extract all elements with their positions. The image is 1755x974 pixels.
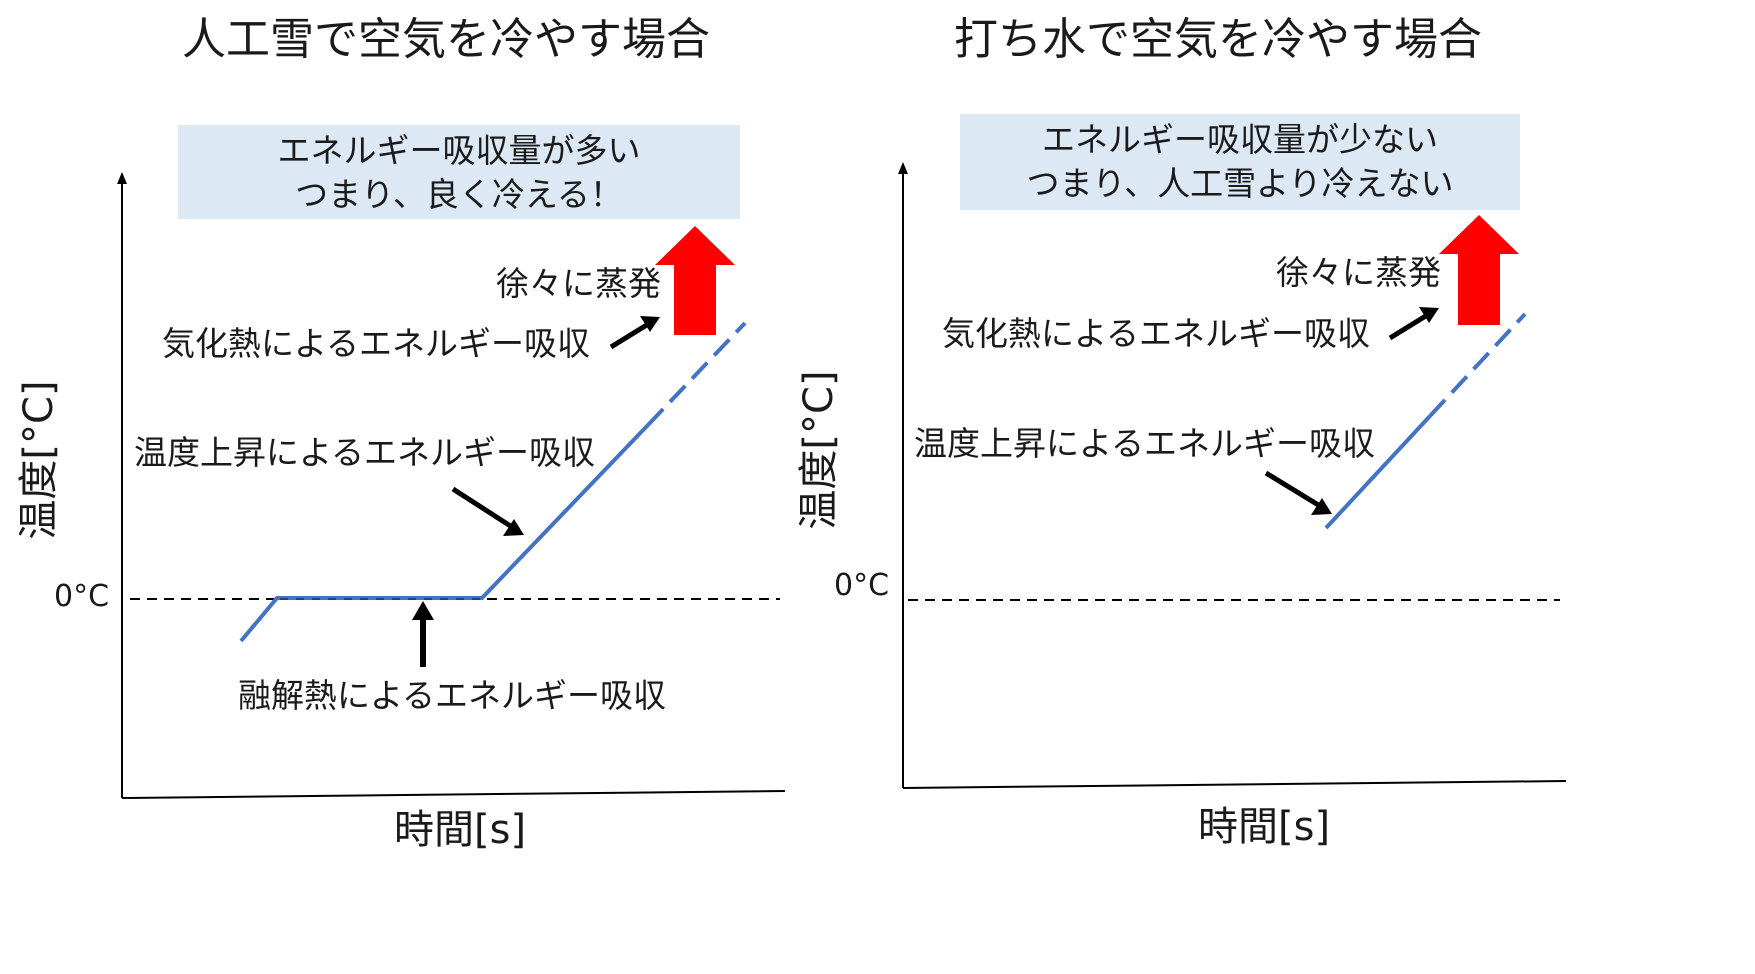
left-temp-rise-label: 温度上昇によるエネルギー吸収 [134,433,596,472]
left-evaporation-label: 徐々に蒸発 [496,264,661,303]
right-box-line1: エネルギー吸収量が少ない [1042,120,1438,159]
left-summary-box: エネルギー吸収量が多い つまり、良く冷える！ [178,125,740,219]
left-y-axis-arrowhead [117,172,127,184]
right-y-axis-label: 温度[°C] [796,370,842,530]
right-temp-rise-pointer [1264,470,1322,509]
left-evaporation-arrow [655,226,735,335]
left-chart [117,172,786,799]
left-vaporization-label: 気化熱によるエネルギー吸収 [162,324,591,363]
right-temperature-curve [1324,414,1432,530]
left-curve-dashed [646,321,747,427]
left-vaporization-pointer-head [640,316,660,332]
right-vaporization-pointer-head [1419,307,1439,323]
left-melting-pointer-head [412,601,434,620]
right-summary-box: エネルギー吸収量が少ない つまり、人工雪より冷えない [960,114,1520,210]
right-x-axis [902,780,1567,789]
left-title: 人工雪で空気を冷やす場合 [182,14,710,65]
left-vaporization-pointer [609,320,652,350]
right-box-line2: つまり、人工雪より冷えない [1026,164,1454,203]
left-melting-label: 融解熱によるエネルギー吸収 [238,676,667,715]
right-chart [898,162,1567,789]
right-vaporization-label: 気化熱によるエネルギー吸収 [942,314,1371,353]
right-vaporization-pointer [1388,311,1431,341]
right-temp-rise-label: 温度上昇によるエネルギー吸収 [914,424,1376,463]
left-zero-label: 0°C [54,579,110,614]
right-zero-label: 0°C [834,568,890,603]
right-evaporation-arrow [1439,215,1519,325]
right-temp-rise-pointer-head [1311,498,1332,515]
left-temp-rise-pointer-head [503,519,524,536]
left-x-axis-label: 時間[s] [394,807,527,853]
right-evaporation-label: 徐々に蒸発 [1276,253,1441,292]
right-x-axis-label: 時間[s] [1198,804,1331,850]
left-temp-rise-pointer [451,486,514,530]
right-curve-dashed [1428,312,1527,418]
left-box-line1: エネルギー吸収量が多い [277,131,641,170]
left-y-axis-label: 温度[°C] [16,380,62,540]
right-y-axis-arrowhead [898,162,908,174]
left-temperature-curve [239,423,650,643]
left-x-axis [121,790,786,799]
left-box-line2: つまり、良く冷える！ [295,175,623,214]
right-title: 打ち水で空気を冷やす場合 [954,14,1482,65]
